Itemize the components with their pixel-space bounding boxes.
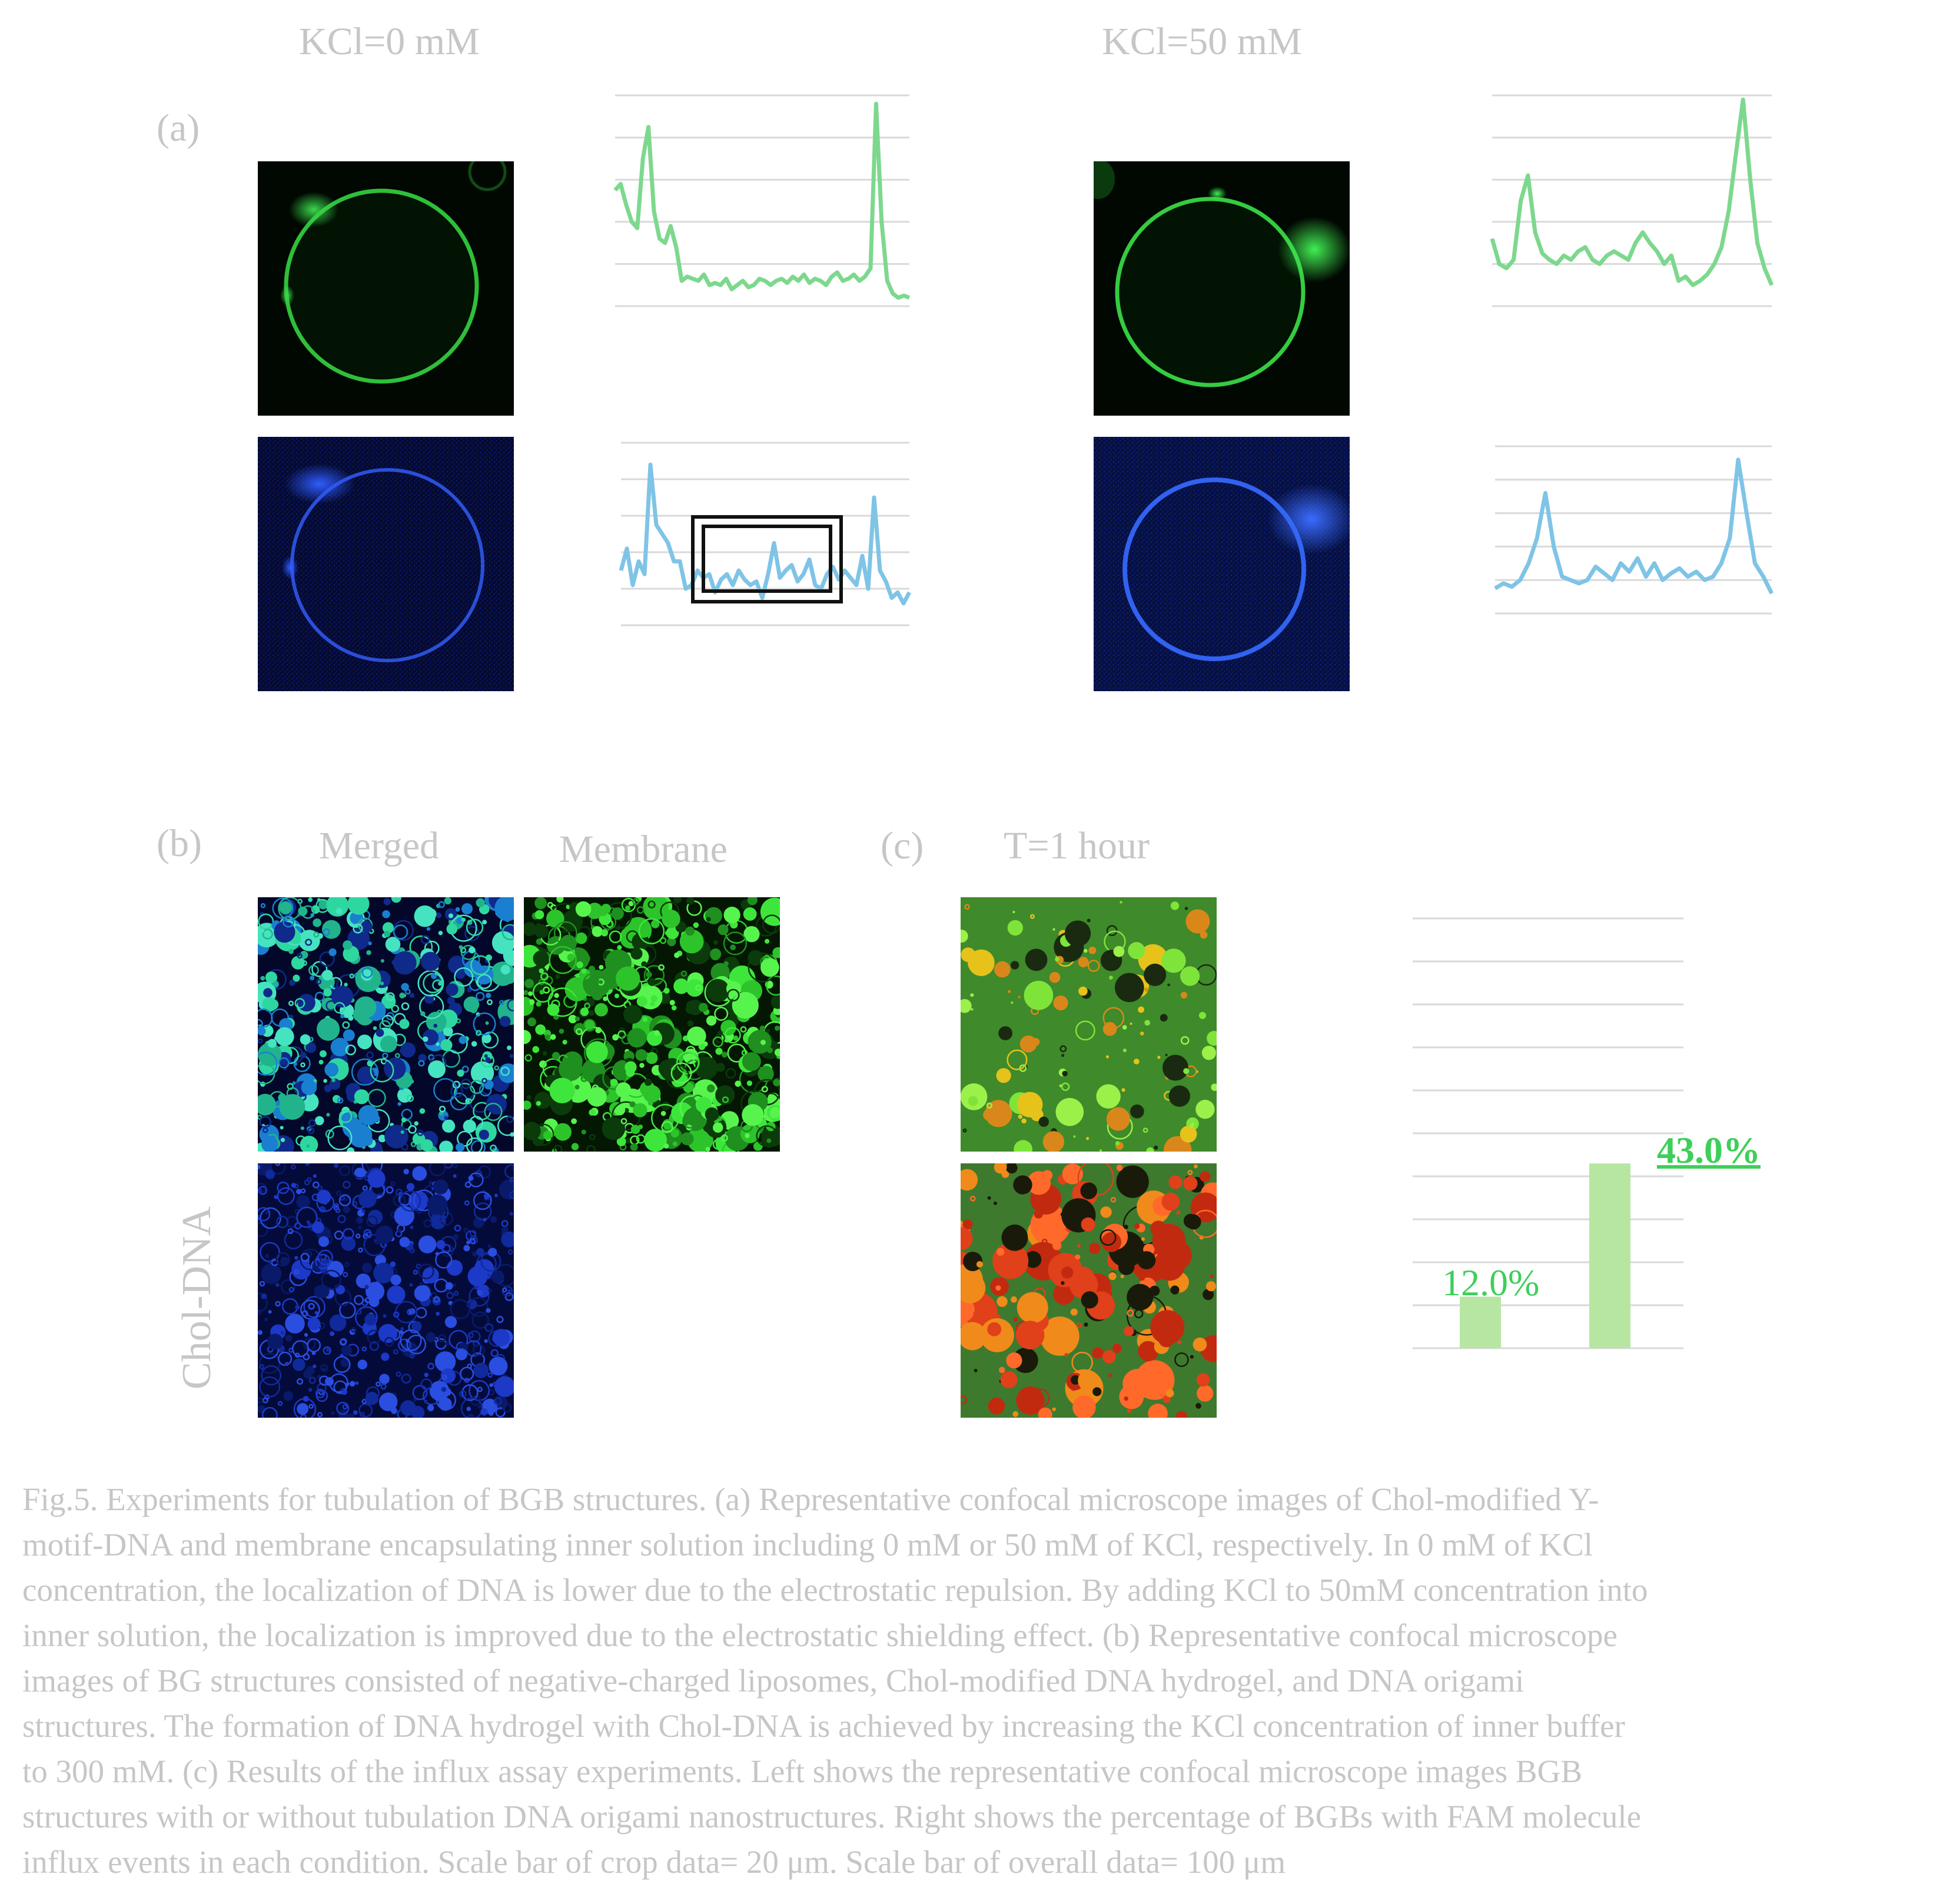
- micrograph-influx-bottom: [961, 1163, 1217, 1418]
- panel-a-letter: (a): [157, 107, 200, 150]
- micrograph-blue-kcl0: [258, 437, 514, 691]
- bar-label-1: 12.0%: [1442, 1262, 1540, 1303]
- bar-1: [1460, 1296, 1501, 1348]
- influx-bar-chart: [1413, 913, 1683, 1354]
- intensity-profile-line: [613, 101, 911, 300]
- panel-b-col1-title: Merged: [319, 824, 440, 867]
- caption-line: concentration, the localization of DNA i…: [22, 1572, 1648, 1608]
- highlight-box-outer: [691, 515, 843, 603]
- intensity-profile-line: [1494, 457, 1774, 595]
- highlight-box-inner: [702, 525, 832, 593]
- micrograph-merged: [258, 897, 514, 1152]
- figure-caption: Fig.5. Experiments for tubulation of BGB…: [22, 1477, 1941, 1885]
- micrograph-membrane: [524, 897, 780, 1152]
- panel-a-col1-title: KCl=0 mM: [299, 20, 480, 63]
- panel-a-col2-title: KCl=50 mM: [1102, 20, 1302, 63]
- bar-label-2: 43.0%: [1657, 1129, 1761, 1171]
- intensity-profile-line: [1490, 97, 1774, 287]
- bar-2: [1589, 1163, 1630, 1348]
- micrograph-influx-top: [961, 897, 1217, 1152]
- micrograph-green-kcl0: [258, 161, 514, 416]
- profile-plot-blue-kcl0: [618, 437, 918, 637]
- panel-c-title: T=1 hour: [1004, 824, 1150, 867]
- panel-b-col2-title: Membrane: [559, 828, 728, 871]
- caption-line: images of BG structures consisted of neg…: [22, 1663, 1524, 1699]
- caption-line: to 300 mM. (c) Results of the influx ass…: [22, 1753, 1583, 1789]
- panel-b-row-label: Chol-DNA: [174, 1206, 220, 1389]
- caption-line: inner solution, the localization is impr…: [22, 1617, 1617, 1653]
- profile-plot-green-kcl50: [1489, 88, 1778, 318]
- profile-plot-blue-kcl50: [1489, 437, 1778, 637]
- panel-b-letter: (b): [157, 822, 202, 865]
- micrograph-green-kcl50: [1094, 161, 1350, 416]
- caption-line: structures with or without tubulation DN…: [22, 1799, 1642, 1835]
- micrograph-chol-dna: [258, 1163, 514, 1418]
- caption-line: motif-DNA and membrane encapsulating inn…: [22, 1527, 1593, 1563]
- micrograph-blue-kcl50: [1094, 437, 1350, 691]
- caption-line: influx events in each condition. Scale b…: [22, 1844, 1286, 1880]
- intensity-profile-line: [619, 462, 912, 606]
- profile-plot-green-kcl0: [612, 88, 912, 318]
- caption-line: structures. The formation of DNA hydroge…: [22, 1708, 1625, 1744]
- caption-line: Fig.5. Experiments for tubulation of BGB…: [22, 1481, 1599, 1517]
- panel-c-letter: (c): [881, 824, 924, 867]
